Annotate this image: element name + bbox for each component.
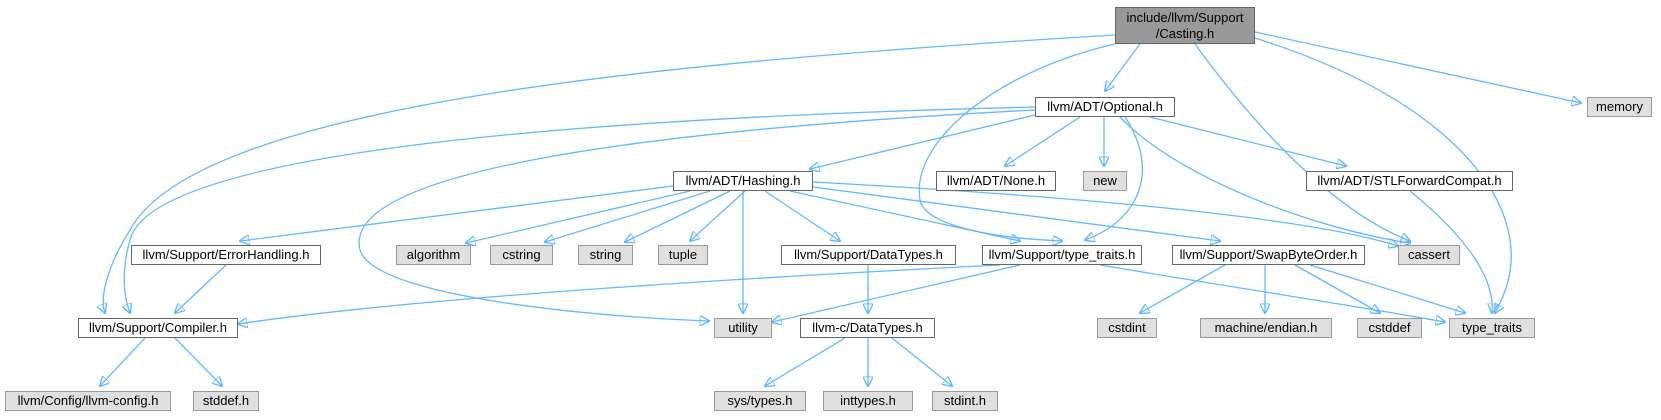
node-hashing[interactable]: llvm/ADT/Hashing.h [673, 171, 813, 191]
node-root-casting[interactable]: include/llvm/Support /Casting.h [1115, 7, 1255, 44]
edge-optional-cassert [1119, 116, 1410, 243]
node-stddef[interactable]: stddef.h [193, 391, 259, 411]
node-compiler[interactable]: llvm/Support/Compiler.h [78, 318, 238, 338]
edge-hashing-cstring [545, 190, 711, 242]
edge-hashing-errorhandling [240, 185, 674, 241]
node-none[interactable]: llvm/ADT/None.h [936, 171, 1056, 191]
edge-hashing-algorithm [466, 190, 691, 243]
node-stlforwardcompat[interactable]: llvm/ADT/STLForwardCompat.h [1306, 171, 1513, 191]
node-new[interactable]: new [1083, 171, 1127, 191]
node-llvm-config[interactable]: llvm/Config/llvm-config.h [5, 391, 171, 411]
edge-root-typetraits-h [918, 43, 1116, 241]
node-errorhandling[interactable]: llvm/Support/ErrorHandling.h [131, 245, 321, 265]
node-root-line2: /Casting.h [1155, 25, 1215, 41]
node-cstddef[interactable]: cstddef [1357, 318, 1422, 338]
edge-hashing-cassert [812, 181, 1398, 246]
edge-optional-typetraits-h [1085, 116, 1144, 240]
edge-root-memory [1254, 31, 1581, 103]
edge-swapbyteorder-type-traits [1309, 264, 1465, 313]
edge-root-optional [1105, 43, 1141, 91]
node-utility[interactable]: utility [714, 318, 772, 338]
edge-optional-stlforward [1149, 116, 1346, 166]
edge-c-datatypes-sys-types [765, 337, 846, 386]
node-swapbyteorder[interactable]: llvm/Support/SwapByteOrder.h [1172, 245, 1365, 265]
node-support-datatypes[interactable]: llvm/Support/DataTypes.h [781, 245, 956, 265]
edge-hashing-swapbyteorder [812, 186, 1220, 241]
edge-compiler-stddef [174, 337, 222, 386]
edge-root-cassert [1194, 43, 1410, 241]
node-machine-endian[interactable]: machine/endian.h [1200, 318, 1332, 338]
edge-typetraits-utility [772, 264, 1021, 322]
node-inttypes[interactable]: inttypes.h [823, 391, 913, 411]
node-sys-types[interactable]: sys/types.h [714, 391, 806, 411]
node-stdint[interactable]: stdint.h [932, 391, 998, 411]
edge-errorhandling-compiler [175, 264, 227, 313]
edge-optional-utility [358, 109, 1036, 321]
node-cstdint[interactable]: cstdint [1097, 318, 1157, 338]
edge-swapbyteorder-cstdint [1140, 264, 1226, 313]
node-type-traits[interactable]: type_traits [1449, 318, 1535, 338]
node-optional[interactable]: llvm/ADT/Optional.h [1035, 97, 1175, 117]
edge-optional-compiler [124, 106, 1036, 313]
edge-root-compiler [103, 34, 1116, 313]
edge-hashing-tuple [690, 190, 746, 241]
edge-typetraits-compiler [238, 264, 1001, 324]
node-algorithm[interactable]: algorithm [396, 245, 471, 265]
node-c-datatypes[interactable]: llvm-c/DataTypes.h [800, 318, 935, 338]
edge-c-datatypes-stdint [891, 337, 952, 386]
node-memory[interactable]: memory [1587, 97, 1652, 117]
node-support-typetraits[interactable]: llvm/Support/type_traits.h [982, 245, 1142, 265]
node-root-line1: include/llvm/Support [1126, 9, 1244, 25]
edge-stlforward-typetraits [1409, 190, 1492, 313]
node-cstring[interactable]: cstring [490, 245, 553, 265]
node-string[interactable]: string [578, 245, 633, 265]
edge-compiler-llvm-config [100, 337, 146, 386]
edge-swapbyteorder-cstddef [1294, 264, 1380, 313]
edge-hashing-string [625, 190, 731, 242]
edge-hashing-datatypes [764, 190, 840, 241]
edge-optional-hashing [810, 114, 1036, 169]
node-cassert[interactable]: cassert [1398, 245, 1460, 265]
edge-root-type-traits [1254, 37, 1512, 313]
edge-typetraits-type-traits [1099, 264, 1445, 322]
edge-optional-none [1005, 116, 1081, 166]
edge-hashing-typetraits-h [789, 190, 1020, 241]
node-tuple[interactable]: tuple [658, 245, 708, 265]
